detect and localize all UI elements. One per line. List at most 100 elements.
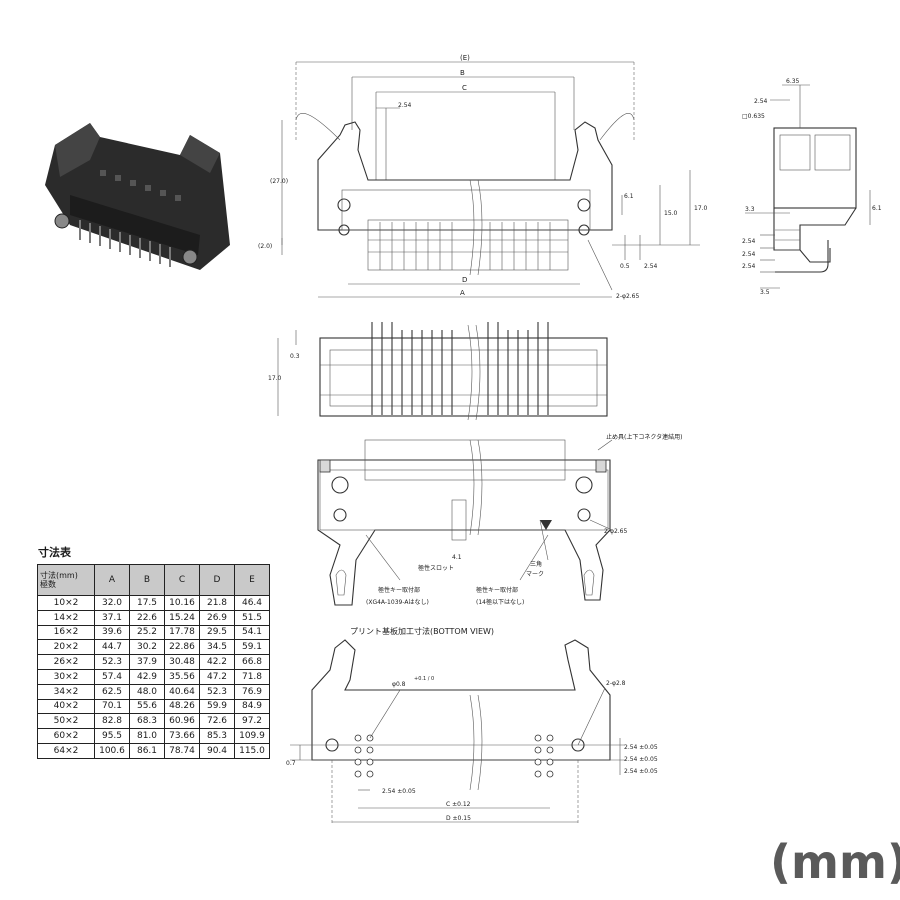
- dim-cell-A: 52.3: [94, 654, 130, 670]
- pole-count-cell: 34×2: [37, 683, 95, 700]
- hole-dia: φ0.8: [392, 681, 406, 688]
- dim-cell-E: 76.9: [234, 683, 270, 700]
- pole-count-cell: 10×2: [37, 595, 95, 611]
- pcb-title: プリント基板加工寸法(BOTTOM VIEW): [350, 626, 494, 636]
- pole-count-cell: 14×2: [37, 609, 95, 626]
- dim-B: B: [460, 69, 465, 77]
- polarity-slot: 極性スロット: [418, 564, 454, 572]
- holes-front: 2-φ2.65: [616, 293, 639, 300]
- dim-E: (E): [460, 54, 470, 62]
- dim-cell-A: 39.6: [94, 624, 130, 641]
- dim-A: A: [460, 289, 465, 297]
- dim-cell-B: 37.9: [129, 654, 165, 670]
- dim-27: (27.0): [270, 178, 288, 185]
- dim-17-top: 17.0: [268, 375, 282, 382]
- dim-cell-B: 30.2: [129, 639, 165, 656]
- table-title: 寸法表: [38, 546, 71, 559]
- dim-0-3: 0.3: [290, 353, 300, 360]
- dim-cell-E: 51.5: [234, 609, 270, 626]
- header-C: C: [164, 564, 200, 596]
- dim-cell-A: 44.7: [94, 639, 130, 656]
- dim-6-35: 6.35: [786, 78, 800, 85]
- pcb-pitch-3: 2.54 ±0.05: [624, 768, 658, 775]
- pcb-view: [290, 639, 625, 825]
- dim-cell-D: 26.9: [199, 609, 235, 626]
- top-view: [277, 322, 608, 421]
- dim-cell-D: 34.5: [199, 639, 235, 656]
- dim-cell-B: 55.6: [129, 698, 165, 715]
- holes-rear: 2-φ2.65: [604, 528, 627, 535]
- key-right-1: 極性キー取付部: [476, 586, 518, 594]
- dim-6-1-side: 6.1: [872, 205, 882, 212]
- dim-cell-D: 59.9: [199, 698, 235, 715]
- dim-cell-B: 81.0: [129, 728, 165, 744]
- key-left-2: (XG4A-1039-Aはなし): [366, 599, 429, 606]
- dim-cell-D: 85.3: [199, 728, 235, 744]
- pitch-side-b: 2.54: [742, 251, 756, 258]
- dim-cell-B: 48.0: [129, 683, 165, 700]
- dim-2-54-b: 2.54: [644, 263, 658, 270]
- dim-cell-C: 15.24: [164, 609, 200, 626]
- dim-cell-A: 100.6: [94, 742, 130, 759]
- unit-label: (mm): [770, 835, 900, 889]
- dim-0-5: 0.5: [620, 263, 630, 270]
- pcb-pitch-bottom: 2.54 ±0.05: [382, 788, 416, 795]
- product-photo: [45, 123, 230, 270]
- dim-cell-D: 42.2: [199, 654, 235, 670]
- dim-cell-B: 86.1: [129, 742, 165, 759]
- dim-cell-D: 52.3: [199, 683, 235, 700]
- dim-cell-A: 70.1: [94, 698, 130, 715]
- dim-cell-B: 22.6: [129, 609, 165, 626]
- dim-cell-A: 62.5: [94, 683, 130, 700]
- lock-label: 止め具(上下コネクタ連結用): [606, 433, 682, 441]
- dim-cell-C: 48.26: [164, 698, 200, 715]
- dim-cell-D: 29.5: [199, 624, 235, 641]
- dim-cell-E: 115.0: [234, 742, 270, 759]
- key-right-2: (14極以下はなし): [476, 598, 524, 606]
- dim-cell-A: 37.1: [94, 609, 130, 626]
- pitch-side-c: 2.54: [742, 263, 756, 270]
- pole-count-cell: 20×2: [37, 639, 95, 656]
- dim-cell-C: 40.64: [164, 683, 200, 700]
- dim-cell-C: 73.66: [164, 728, 200, 744]
- header-A: A: [94, 564, 130, 596]
- dim-cell-A: 95.5: [94, 728, 130, 744]
- dim-3-3: 3.3: [745, 206, 755, 213]
- dim-cell-E: 66.8: [234, 654, 270, 670]
- dim-cell-B: 68.3: [129, 713, 165, 730]
- pole-count-cell: 40×2: [37, 698, 95, 715]
- dim-cell-C: 78.74: [164, 742, 200, 759]
- dim-cell-D: 21.8: [199, 595, 235, 611]
- dim-cell-B: 17.5: [129, 595, 165, 611]
- dim-3-5: 3.5: [760, 289, 770, 296]
- dim-6-1: 6.1: [624, 193, 634, 200]
- dim-cell-C: 22.86: [164, 639, 200, 656]
- dim-2-54-side: 2.54: [754, 98, 768, 105]
- dim-cell-C: 17.78: [164, 624, 200, 641]
- dim-cell-E: 71.8: [234, 668, 270, 685]
- dim-15: 15.0: [664, 210, 678, 217]
- dim-cell-B: 42.9: [129, 668, 165, 685]
- dim-cell-C: 10.16: [164, 595, 200, 611]
- dim-cell-C: 30.48: [164, 654, 200, 670]
- header-D: D: [199, 564, 235, 596]
- holes-big: 2-φ2.8: [606, 680, 626, 687]
- table-header-row: 寸法(mm) 極数 A B C D E: [37, 564, 270, 596]
- pitch-side-a: 2.54: [742, 238, 756, 245]
- pcb-dim-0-7: 0.7: [286, 760, 296, 767]
- dim-cell-E: 109.9: [234, 728, 270, 744]
- dim-cell-D: 90.4: [199, 742, 235, 759]
- dim-cell-C: 60.96: [164, 713, 200, 730]
- pole-count-cell: 60×2: [37, 728, 95, 744]
- header-B: B: [129, 564, 165, 596]
